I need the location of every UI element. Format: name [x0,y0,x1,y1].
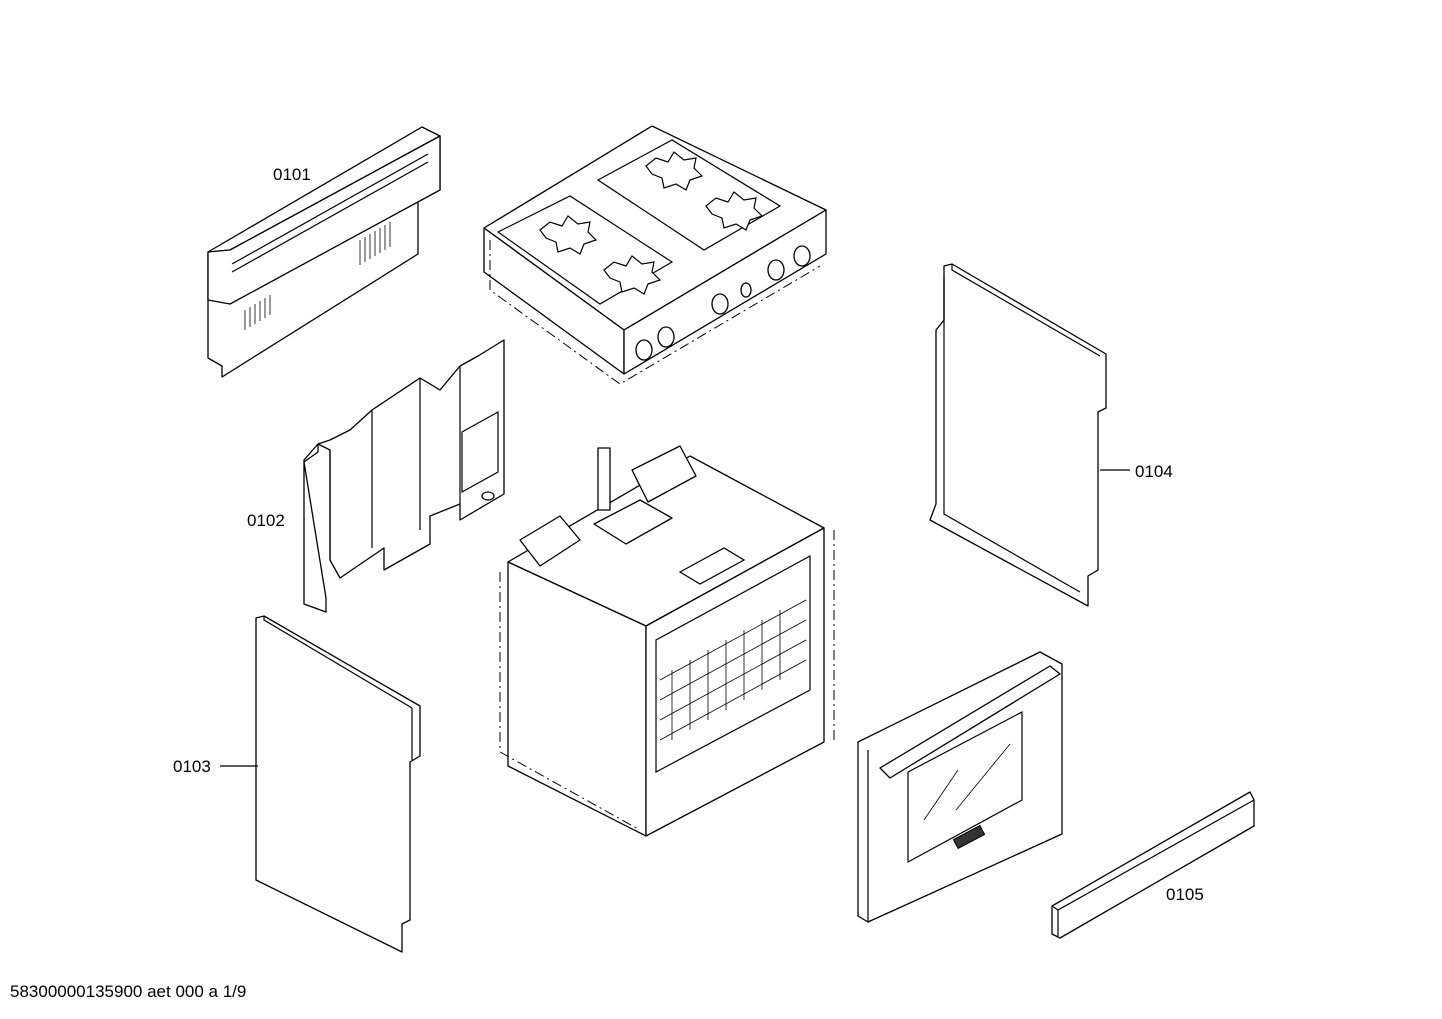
part-label-0104: 0104 [1135,462,1173,481]
rear-heat-shield [303,339,505,613]
part-label-0105: 0105 [1166,885,1204,904]
side-panel-right [929,263,1107,607]
backguard-panel [207,126,441,378]
part-label-0103: 0103 [173,757,211,776]
oven-door [857,651,1063,923]
document-id: 58300000135900 aet 000 a 1/9 [10,982,247,1001]
oven-cavity [499,445,835,837]
side-panel-left [255,615,421,953]
part-label-0102: 0102 [247,511,285,530]
leader-lines [220,469,1130,767]
cooktop [483,125,827,385]
kick-panel [1051,791,1255,939]
part-label-0101: 0101 [273,165,311,184]
